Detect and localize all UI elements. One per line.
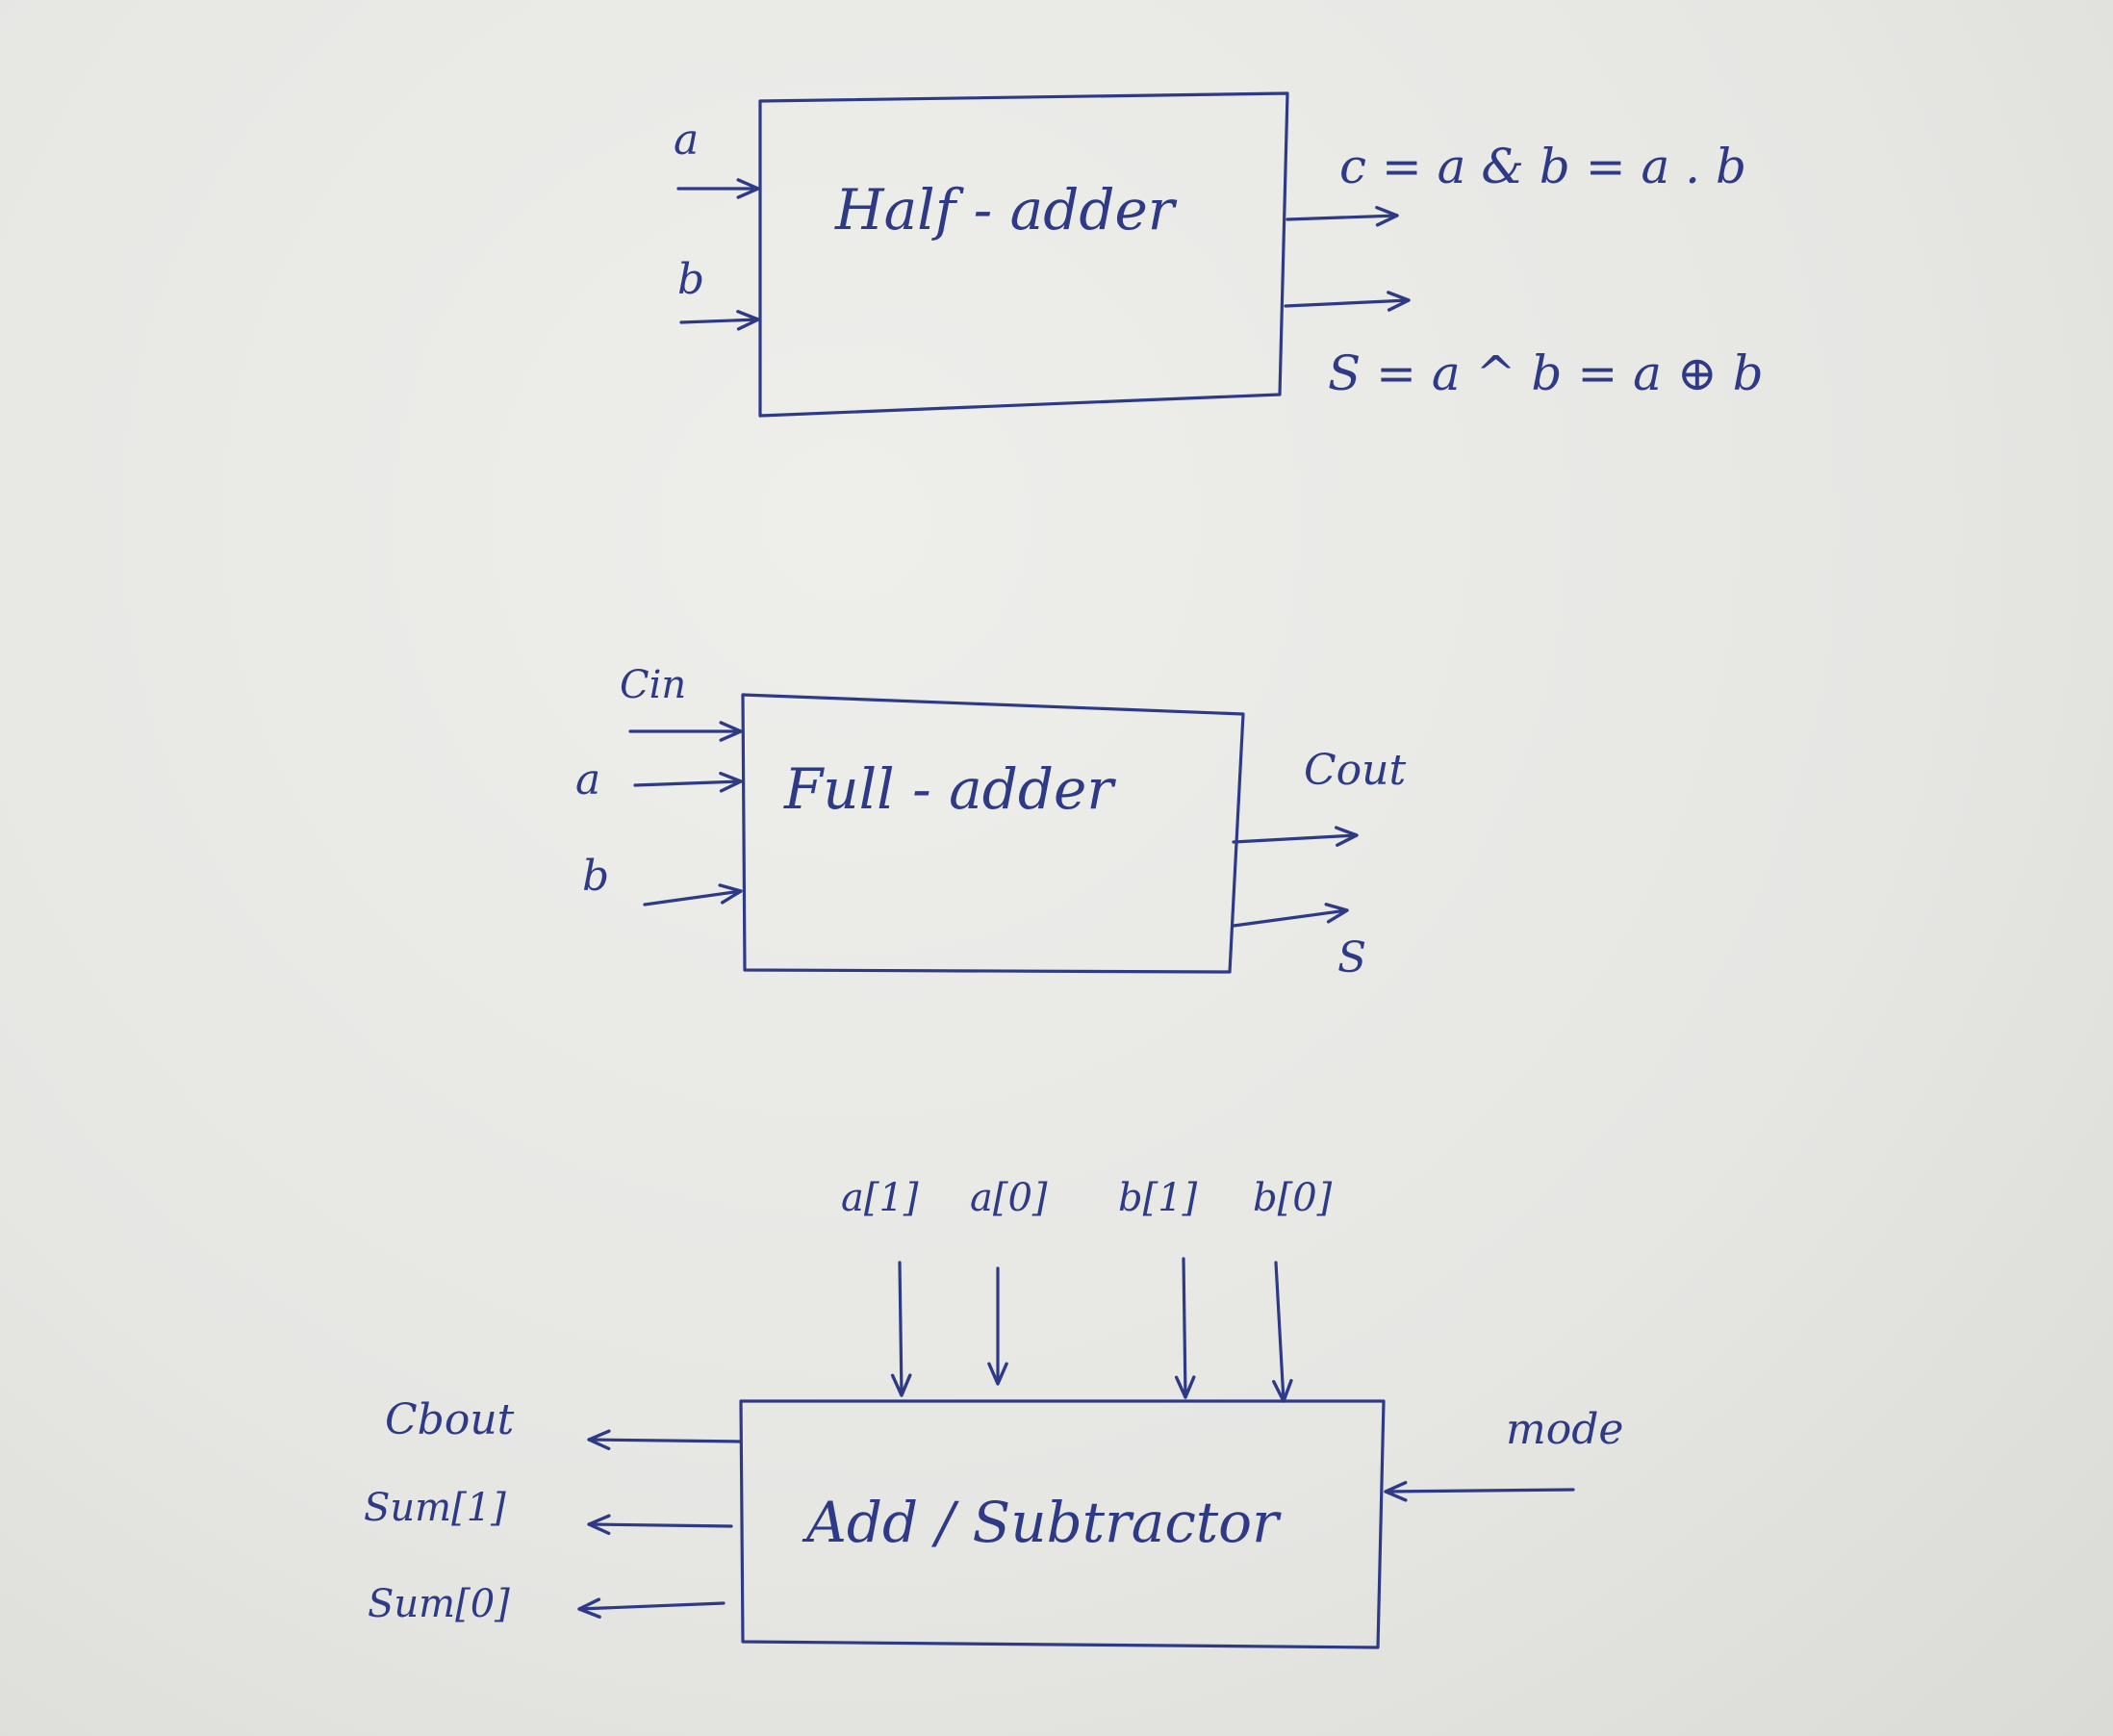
input-b0-arrow — [1272, 1261, 1293, 1403]
half-adder-sum-arrow — [1284, 291, 1411, 312]
full-adder-input-a-label: a — [575, 755, 600, 804]
mode-arrow — [1384, 1480, 1575, 1502]
full-adder-input-a-arrow — [633, 771, 743, 793]
input-a1-label: a[1] — [841, 1176, 919, 1220]
half-adder-box — [758, 91, 1289, 418]
add-subtractor-group: Add / Subtractor a[1] a[0] b[1] b[0] mod… — [364, 1176, 1623, 1649]
half-adder-carry-arrow — [1286, 205, 1399, 227]
full-adder-input-b-label: b — [582, 852, 609, 901]
half-adder-input-b-label: b — [677, 255, 704, 304]
half-adder-input-a-label: a — [674, 115, 699, 165]
full-adder-sum-arrow — [1232, 903, 1349, 928]
half-adder-title: Half - adder — [834, 177, 1178, 243]
input-b1-label: b[1] — [1118, 1176, 1198, 1220]
half-adder-input-b-arrow — [679, 309, 760, 331]
output-cbout-label: Cbout — [385, 1395, 515, 1444]
output-sum1-label: Sum[1] — [364, 1486, 506, 1530]
half-adder-group: Half - adder a b c = a & b = a . b S = a… — [674, 91, 1764, 418]
output-sum0-arrow — [577, 1597, 726, 1619]
add-subtractor-title: Add / Subtractor — [802, 1490, 1282, 1555]
input-b0-label: b[0] — [1253, 1176, 1333, 1220]
half-adder-sum-equation: S = a ^ b = a ⊕ b — [1328, 345, 1764, 401]
full-adder-input-cin-label: Cin — [620, 663, 686, 707]
input-b1-arrow — [1174, 1257, 1196, 1399]
full-adder-cout-arrow — [1232, 826, 1359, 847]
input-a0-label: a[0] — [970, 1176, 1048, 1220]
half-adder-carry-equation: c = a & b = a . b — [1339, 139, 1746, 194]
mode-label: mode — [1506, 1405, 1623, 1454]
full-adder-input-b-arrow — [643, 883, 743, 906]
output-sum0-label: Sum[0] — [368, 1582, 510, 1626]
output-cbout-arrow — [587, 1429, 743, 1451]
full-adder-output-cout-label: Cout — [1304, 746, 1406, 795]
input-a1-arrow — [890, 1261, 912, 1397]
full-adder-box — [741, 693, 1245, 974]
add-subtractor-box — [739, 1399, 1386, 1649]
full-adder-output-s-label: S — [1337, 933, 1366, 983]
full-adder-title: Full - adder — [783, 756, 1116, 822]
full-adder-group: Full - adder Cin a b Cout S — [575, 663, 1406, 983]
output-sum1-arrow — [587, 1514, 733, 1536]
